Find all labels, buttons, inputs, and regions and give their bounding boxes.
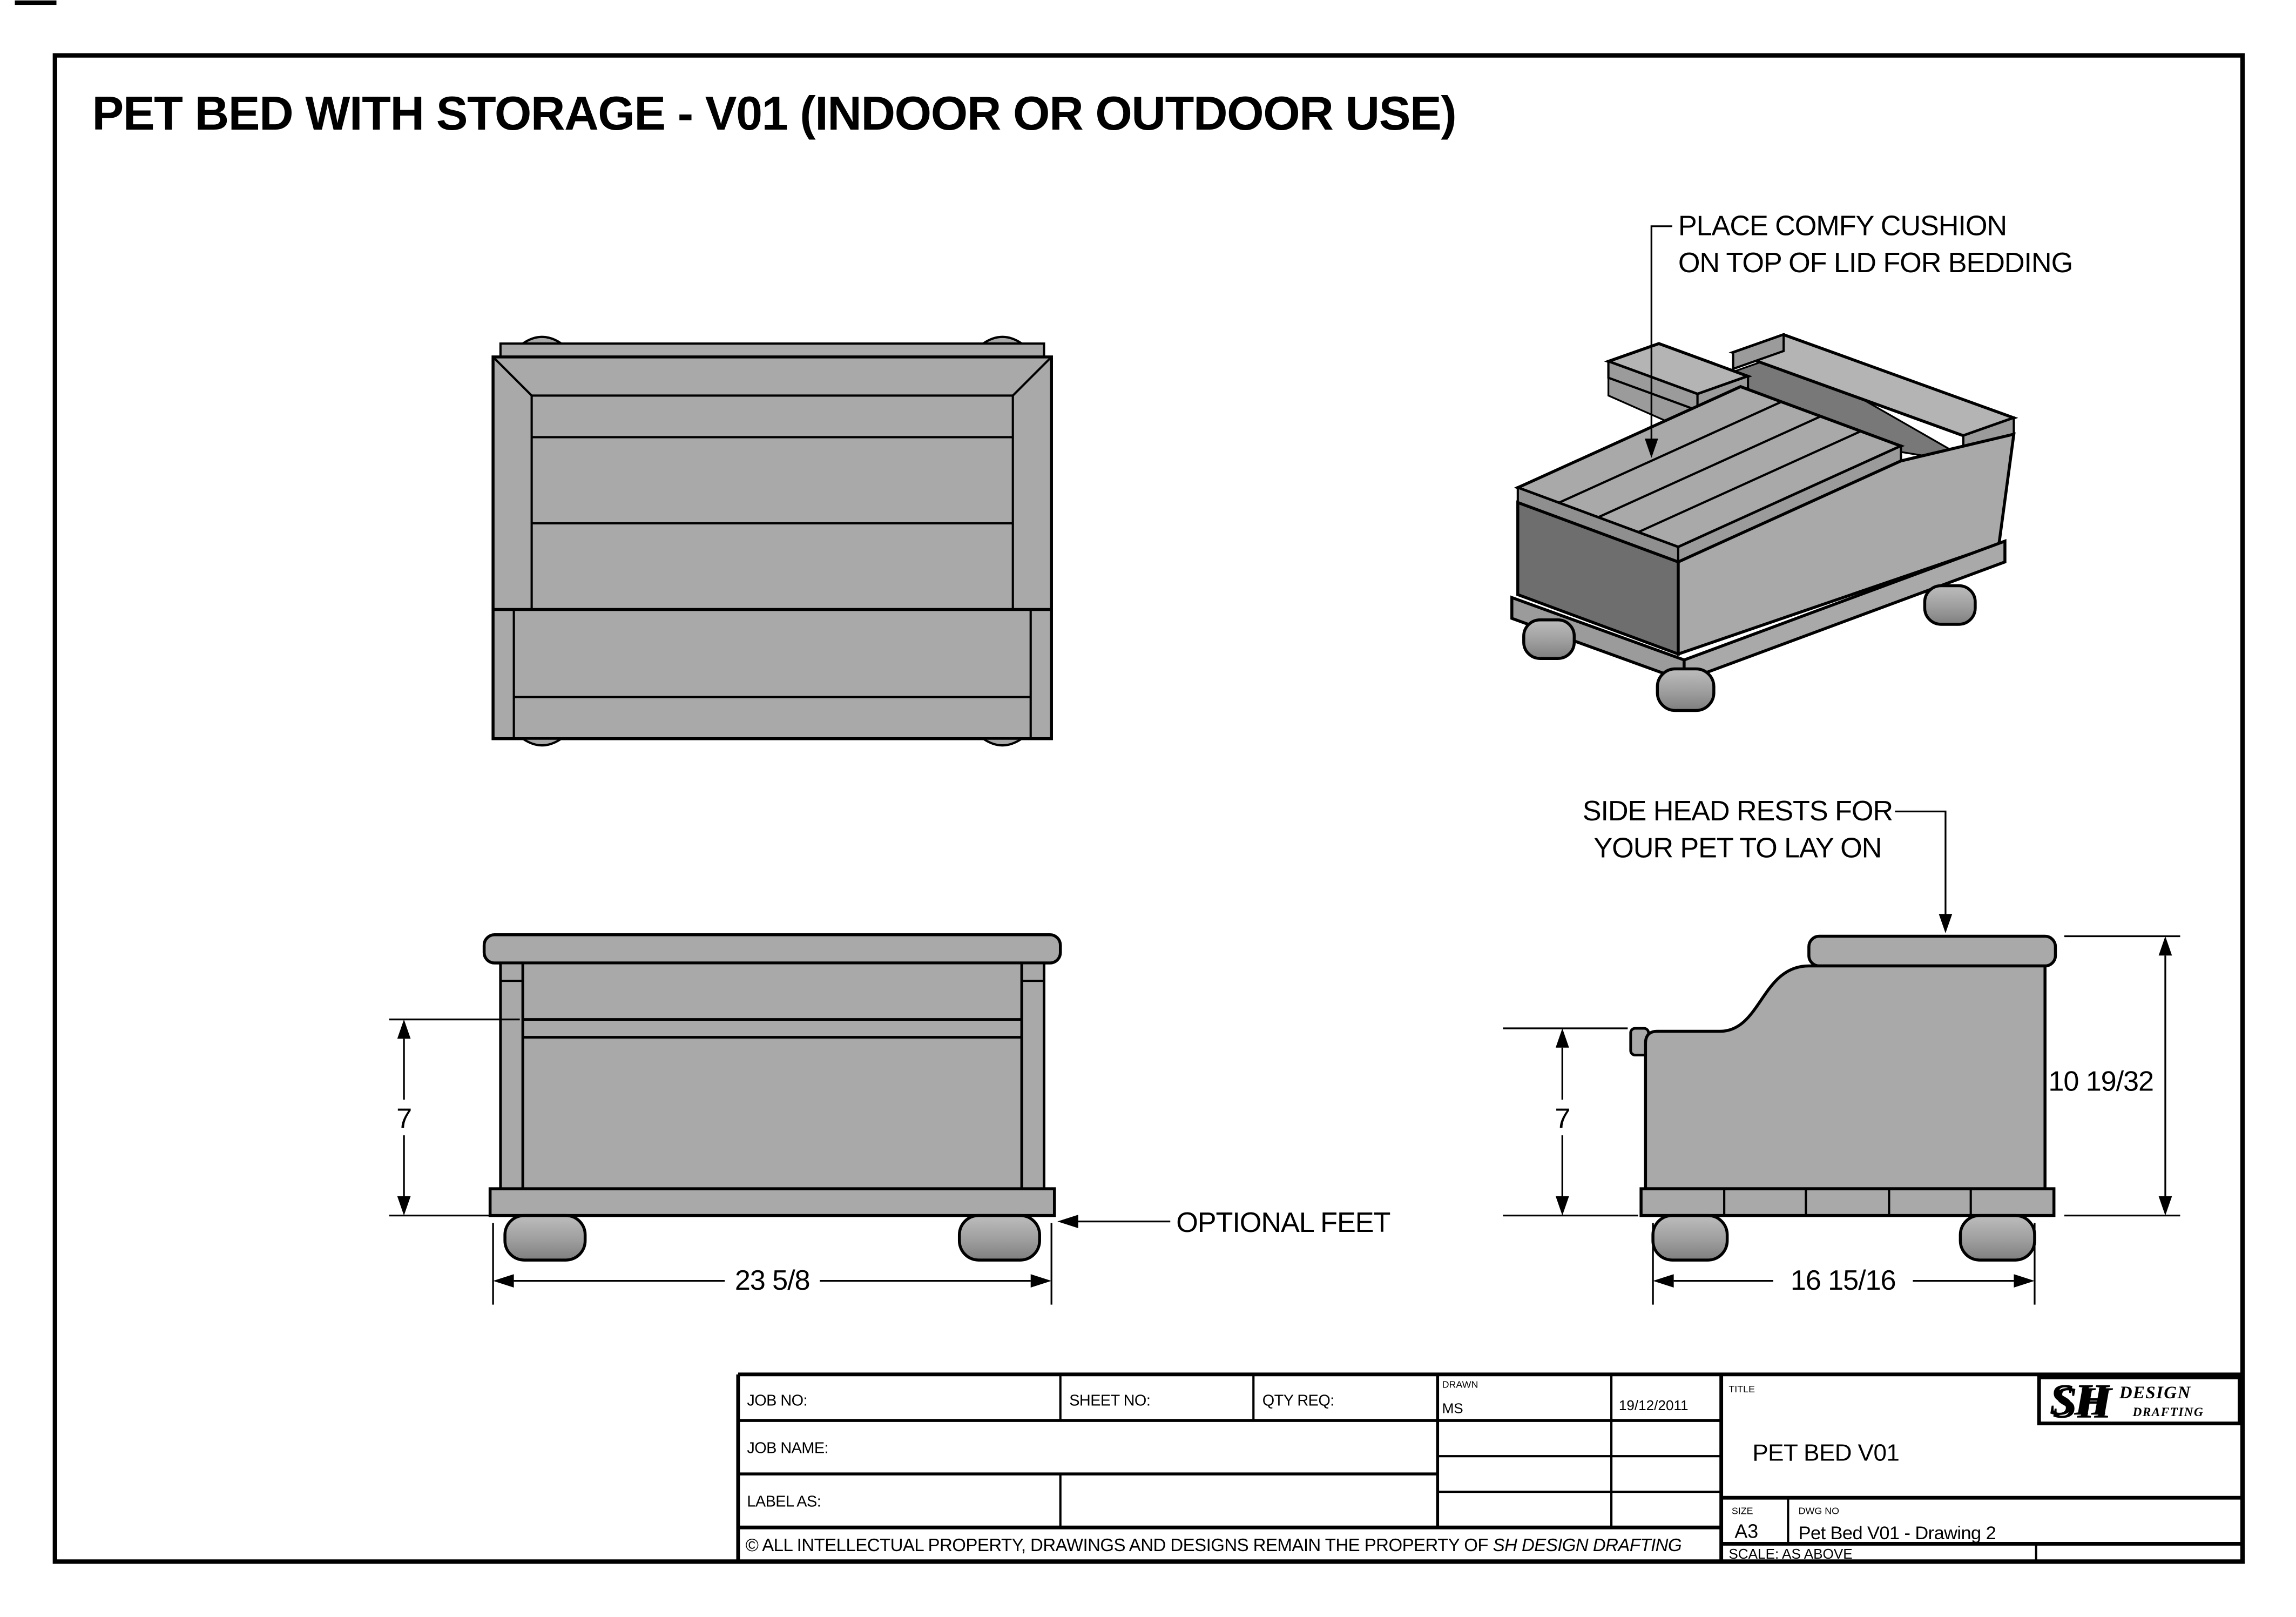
- title-block: JOB NO: SHEET NO: QTY REQ: DRAWN MS 19/1…: [736, 1372, 2243, 1562]
- dim-arrow: [1653, 1274, 1674, 1288]
- annotations: PLACE COMFY CUSHION ON TOP OF LID FOR BE…: [1057, 210, 2073, 1238]
- label-as-label: LABEL AS:: [747, 1493, 821, 1511]
- dim-arrow: [1030, 1274, 1052, 1288]
- front-foot: [957, 1214, 1041, 1262]
- drawn-label: DRAWN: [1442, 1379, 1478, 1390]
- top-view-back-strip: [499, 342, 1045, 358]
- dwg-no-label: DWG NO: [1799, 1505, 1840, 1516]
- qty-req-label: QTY REQ:: [1262, 1392, 1334, 1410]
- dimensions: 7 23 5/8 7 10 19/32 16 15/16: [389, 935, 2180, 1305]
- dim-arrow: [1555, 1196, 1569, 1216]
- top-view: [491, 335, 1053, 747]
- front-plinth: [488, 1187, 1056, 1217]
- note-cushion-line1: PLACE COMFY CUSHION: [1678, 210, 2007, 241]
- note-headrest-line2: YOUR PET TO LAY ON: [1593, 833, 1881, 864]
- sheet-no-label: SHEET NO:: [1069, 1392, 1150, 1410]
- drawn-value: MS: [1442, 1400, 1463, 1416]
- page-title: PET BED WITH STORAGE - V01 (INDOOR OR OU…: [92, 86, 1456, 140]
- logo-design: DESIGN: [2119, 1383, 2191, 1403]
- isometric-view: [1510, 333, 2018, 712]
- iso-foot: [1923, 584, 1977, 626]
- iso-front-face: [1516, 500, 1680, 656]
- top-view-lid: [491, 355, 1053, 740]
- sheet-border: [52, 53, 2245, 1564]
- title-label: TITLE: [1728, 1384, 1755, 1394]
- side-foot: [1959, 1214, 2036, 1262]
- leader-arrow: [1644, 439, 1658, 458]
- dim-arrow: [2158, 1196, 2172, 1216]
- note-optional-feet: OPTIONAL FEET: [1176, 1207, 1390, 1238]
- title-value: PET BED V01: [1752, 1439, 1899, 1466]
- dim-arrow: [1555, 1028, 1569, 1048]
- dim-side-width: 16 15/16: [1791, 1265, 1896, 1296]
- dim-side-total-height: 10 19/32: [2048, 1066, 2153, 1097]
- side-body: [1644, 964, 2047, 1190]
- dim-arrow: [493, 1274, 514, 1288]
- dim-arrow: [397, 1019, 411, 1039]
- size-value: A3: [1734, 1520, 1758, 1542]
- logo-sh-shadow: SH: [2052, 1378, 2113, 1427]
- leader-arrow: [1939, 914, 1953, 934]
- iso-foot: [1522, 618, 1576, 660]
- edge-artifact: [15, 0, 57, 5]
- side-headrest-cap: [1807, 934, 2057, 968]
- note-headrest-line1: SIDE HEAD RESTS FOR: [1583, 796, 1893, 827]
- front-foot: [503, 1214, 587, 1262]
- leader-arrow: [1057, 1215, 1078, 1228]
- side-plinth: [1639, 1187, 2056, 1217]
- job-no-label: JOB NO:: [747, 1392, 807, 1410]
- size-label: SIZE: [1732, 1505, 1753, 1516]
- dim-arrow: [2014, 1274, 2035, 1288]
- scale-label: SCALE: AS ABOVE: [1728, 1546, 1852, 1562]
- dim-side-height: 7: [1555, 1103, 1570, 1134]
- front-panel: [521, 961, 1023, 1190]
- copyright: © ALL INTELLECTUAL PROPERTY, DRAWINGS AN…: [746, 1535, 1682, 1555]
- dim-front-height: 7: [396, 1103, 411, 1134]
- note-cushion-line2: ON TOP OF LID FOR BEDDING: [1678, 247, 2072, 279]
- front-view: [482, 933, 1062, 1262]
- dim-arrow: [397, 1196, 411, 1216]
- front-lid: [482, 933, 1062, 965]
- side-view: [1629, 934, 2057, 1262]
- dim-front-width: 23 5/8: [735, 1265, 810, 1296]
- logo-sh: SH: [2049, 1375, 2110, 1424]
- side-foot: [1651, 1214, 1729, 1262]
- job-name-label: JOB NAME:: [747, 1440, 828, 1457]
- dim-arrow: [2158, 936, 2172, 956]
- logo-drafting: DRAFTING: [2132, 1405, 2204, 1419]
- logo-box: [2037, 1375, 2241, 1426]
- iso-foot: [1656, 667, 1716, 712]
- date-value: 19/12/2011: [1619, 1397, 1689, 1413]
- dwg-no-value: Pet Bed V01 - Drawing 2: [1799, 1523, 1996, 1544]
